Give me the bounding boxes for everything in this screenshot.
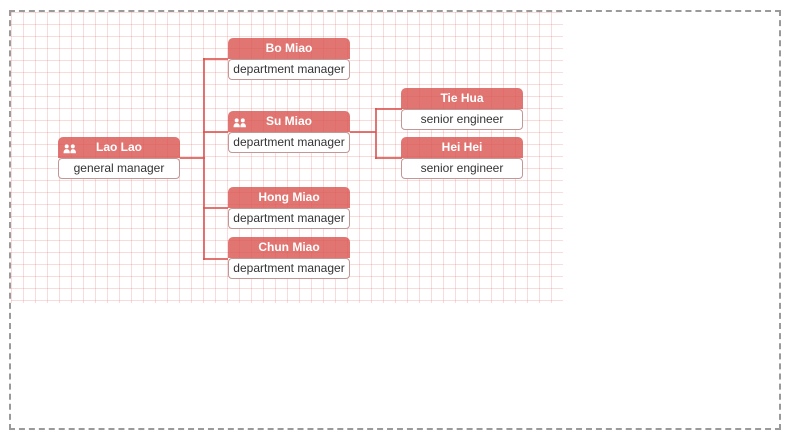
node-title-text: Lao Lao	[95, 140, 142, 154]
users-icon	[233, 115, 247, 128]
connector-line-6	[350, 131, 376, 133]
connector-line-1	[203, 58, 205, 260]
connector-line-3	[203, 131, 228, 133]
org-node-hei-hei[interactable]: Hei Hei senior engineer	[401, 137, 523, 179]
node-title: Chun Miao	[228, 237, 350, 258]
node-title: Hei Hei	[401, 137, 523, 158]
node-content-text: department manager	[233, 62, 345, 76]
connector-line-2	[203, 58, 228, 60]
org-node-lao-lao[interactable]: Lao Lao general manager	[58, 137, 180, 179]
node-content: department manager	[228, 59, 350, 80]
node-title-text: Hei Hei	[441, 140, 483, 154]
node-content-text: department manager	[233, 211, 345, 225]
org-node-bo-miao[interactable]: Bo Miao department manager	[228, 38, 350, 80]
org-node-chun-miao[interactable]: Chun Miao department manager	[228, 237, 350, 279]
node-content-text: department manager	[233, 135, 345, 149]
users-icon	[63, 141, 77, 154]
node-title-text: Bo Miao	[265, 41, 313, 55]
node-content: department manager	[228, 208, 350, 229]
node-content: senior engineer	[401, 109, 523, 130]
node-content-text: senior engineer	[420, 161, 504, 175]
node-title-text: Tie Hua	[440, 91, 484, 105]
node-title-text: Su Miao	[265, 114, 312, 128]
node-content: department manager	[228, 132, 350, 153]
org-node-hong-miao[interactable]: Hong Miao department manager	[228, 187, 350, 229]
node-content-text: department manager	[233, 261, 345, 275]
connector-line-0	[180, 157, 205, 159]
node-content-text: general manager	[73, 161, 165, 175]
node-title-text: Chun Miao	[258, 240, 320, 254]
canvas-dashed-border	[9, 10, 781, 430]
node-content-text: senior engineer	[420, 112, 504, 126]
node-title: Tie Hua	[401, 88, 523, 109]
node-title: Bo Miao	[228, 38, 350, 59]
node-title-text: Hong Miao	[258, 190, 320, 204]
node-content: department manager	[228, 258, 350, 279]
org-node-tie-hua[interactable]: Tie Hua senior engineer	[401, 88, 523, 130]
connector-line-9	[375, 157, 402, 159]
connector-line-8	[375, 108, 402, 110]
node-title: Su Miao	[228, 111, 350, 132]
node-content: general manager	[58, 158, 180, 179]
node-title: Lao Lao	[58, 137, 180, 158]
org-node-su-miao[interactable]: Su Miao department manager	[228, 111, 350, 153]
node-title: Hong Miao	[228, 187, 350, 208]
connector-line-4	[203, 207, 228, 209]
node-content: senior engineer	[401, 158, 523, 179]
connector-line-7	[375, 108, 377, 159]
connector-line-5	[203, 258, 228, 260]
